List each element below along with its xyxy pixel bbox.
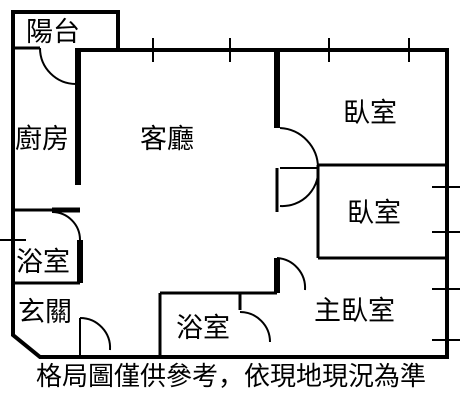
master-door-swing — [276, 257, 307, 291]
balcony-wall — [11, 10, 120, 52]
balcony-door-swing — [39, 47, 77, 85]
room-label-living-room: 客廳 — [140, 124, 194, 155]
bath-bottom-door-swing — [239, 311, 271, 343]
room-label-bathroom-bottom: 浴室 — [176, 313, 230, 344]
room-label-balcony: 陽台 — [26, 17, 80, 48]
room-label-master-bedroom: 主臥室 — [314, 296, 395, 327]
bedroom1-door-swing — [279, 127, 320, 169]
wall-thickenings — [75, 50, 280, 293]
doors — [39, 47, 320, 357]
left-outer-wall — [11, 10, 160, 359]
bedroom2-door-swing — [279, 164, 320, 208]
room-label-entrance: 玄關 — [18, 297, 72, 328]
room-label-kitchen: 廚房 — [15, 124, 69, 155]
room-label-bedroom-2: 臥室 — [347, 198, 401, 229]
disclaimer-caption: 格局圖僅供參考，依現地現況為準 — [35, 362, 426, 392]
exterior-walls — [11, 10, 449, 359]
room-label-bedroom-1: 臥室 — [343, 98, 397, 129]
room-label-bathroom-left: 浴室 — [16, 247, 70, 278]
bath-left-door-swing — [51, 211, 81, 241]
windows — [0, 38, 460, 341]
entrance-door-swing — [79, 316, 112, 351]
